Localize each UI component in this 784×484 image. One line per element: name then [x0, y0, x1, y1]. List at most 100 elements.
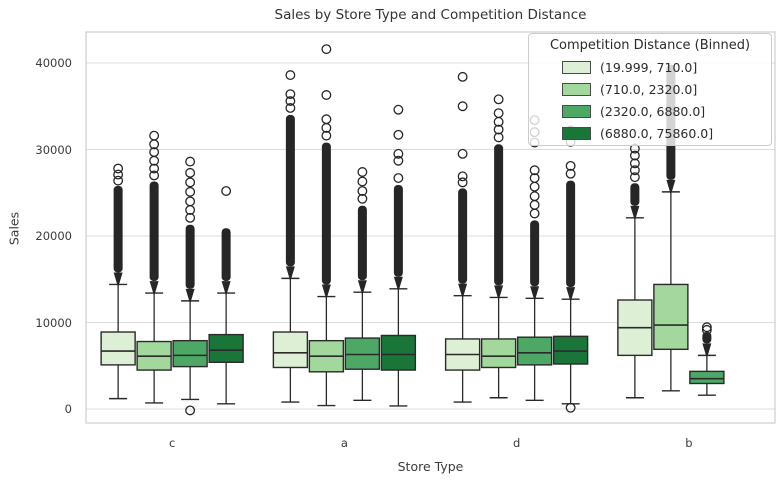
outlier-point [701, 324, 712, 335]
outlier-point-low [565, 402, 576, 413]
legend: Competition Distance (Binned) (19.999, 7… [528, 33, 772, 146]
outlier-point [321, 90, 332, 100]
box [100, 331, 136, 366]
outlier-point [529, 191, 540, 202]
outlier-point [285, 89, 296, 100]
outlier-point [185, 167, 196, 178]
outlier-point [113, 169, 124, 180]
outlier-point [321, 114, 332, 125]
outlier-point [149, 147, 160, 158]
outlier-point [357, 186, 368, 196]
box [516, 336, 553, 366]
x-axis-label: Store Type [397, 459, 464, 474]
dense-outliers [566, 180, 576, 288]
dense-outliers [149, 181, 159, 282]
dense-outliers [530, 220, 540, 287]
outlier-point [629, 172, 640, 183]
x-tick-label: b [685, 436, 693, 450]
outlier-point [149, 130, 160, 141]
box [480, 338, 517, 369]
outlier-point [457, 177, 468, 188]
dense-outliers [702, 332, 712, 344]
dense-outliers-tip [666, 179, 676, 195]
dense-outliers [113, 185, 123, 273]
legend-color-patch [562, 126, 591, 140]
dense-outliers [221, 228, 231, 282]
dense-outliers-tip [321, 284, 331, 300]
outlier-point [565, 160, 576, 171]
dense-outliers-tip [630, 205, 640, 221]
x-tick-label: a [340, 436, 348, 450]
chart-title: Sales by Store Type and Competition Dist… [274, 7, 587, 23]
outlier-point [565, 168, 576, 179]
outlier-point [393, 129, 404, 140]
legend-color-patch [562, 104, 591, 118]
outlier-point [457, 71, 468, 82]
box [344, 337, 381, 370]
dense-outliers-tip [113, 272, 123, 288]
outlier-point [185, 212, 196, 223]
dense-outliers-tip [566, 287, 576, 303]
dense-outliers [630, 183, 640, 206]
outlier-point [393, 104, 404, 115]
outlier-point [701, 322, 712, 333]
y-tick-label: 30000 [35, 142, 72, 157]
box [272, 331, 309, 369]
y-tick-label: 20000 [35, 229, 72, 243]
outlier-point [113, 163, 124, 174]
legend-entries: (19.999, 710.0](710.0, 2320.0](2320.0, 6… [529, 56, 771, 144]
legend-color-patch [562, 60, 591, 74]
dense-outliers [285, 114, 295, 267]
outlier-point [529, 165, 540, 176]
legend-title: Competition Distance (Binned) [549, 38, 751, 53]
outlier-point [457, 101, 468, 112]
dense-outliers [357, 205, 367, 281]
dense-outliers-tip [285, 266, 295, 282]
outlier-point [185, 177, 196, 188]
outlier-point [629, 165, 640, 176]
outlier-point [457, 171, 468, 182]
box [552, 335, 589, 365]
outlier-point [285, 103, 296, 113]
plot-border [85, 31, 776, 424]
y-tick-label: 10000 [35, 315, 72, 330]
box [380, 334, 417, 371]
legend-entry: (6880.0, 75860.0] [529, 122, 771, 144]
dense-outliers-tip [185, 288, 195, 304]
dense-outliers-tip [494, 285, 504, 301]
outlier-point [493, 108, 504, 119]
outlier-point [457, 148, 468, 159]
dense-outliers [494, 144, 504, 286]
legend-entry-label: (6880.0, 75860.0] [600, 125, 714, 141]
dense-outliers [185, 224, 195, 289]
outlier-point [113, 175, 124, 186]
legend-entry-label: (710.0, 2320.0] [600, 81, 698, 97]
outlier-point [185, 186, 196, 197]
outlier-point-low [185, 405, 196, 416]
outlier-point [285, 70, 296, 81]
dense-outliers-tip [458, 283, 468, 299]
legend-entry-label: (19.999, 710.0] [600, 59, 698, 75]
dense-outliers-tip [357, 280, 367, 296]
box [689, 370, 725, 385]
dense-outliers-tip [221, 281, 231, 297]
outlier-point [493, 94, 504, 105]
outlier-point [321, 130, 332, 141]
y-tick-label: 40000 [35, 56, 72, 70]
y-tick-label: 0 [64, 402, 72, 416]
outlier-point [185, 156, 196, 167]
outlier-point [529, 173, 540, 183]
outlier-point [393, 155, 404, 166]
x-tick-label: d [512, 436, 521, 450]
legend-entry: (19.999, 710.0] [529, 56, 771, 78]
outlier-point [357, 167, 368, 177]
outlier-point [393, 173, 404, 183]
dense-outliers-tip [393, 276, 403, 292]
box [172, 339, 208, 368]
outlier-point [529, 181, 540, 192]
outlier-point [629, 150, 640, 161]
outlier-point [221, 186, 232, 196]
outlier-point [357, 176, 368, 187]
